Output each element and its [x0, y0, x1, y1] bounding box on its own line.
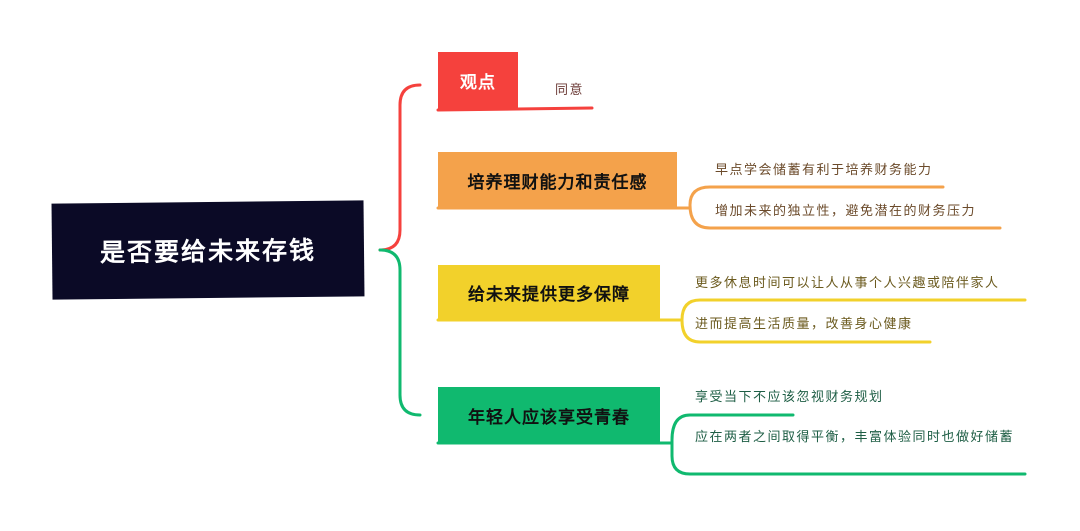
topic-youth[interactable]: 年轻人应该享受青春: [438, 387, 660, 443]
bracket-green: [670, 413, 1027, 476]
root-topic[interactable]: 是否要给未来存钱: [51, 200, 365, 300]
topic-title: 培养理财能力和责任感: [467, 172, 648, 193]
topic-opinion[interactable]: 观点: [438, 52, 518, 109]
subtopic[interactable]: 更多休息时间可以让人从事个人兴趣或陪伴家人: [695, 276, 1000, 291]
subtopic[interactable]: 早点学会储蓄有利于培养财务能力: [715, 163, 933, 178]
subtopic[interactable]: 增加未来的独立性，避免潜在的财务压力: [715, 204, 977, 219]
connector-root-opinion: [378, 83, 422, 252]
topic-title: 年轻人应该享受青春: [468, 407, 630, 428]
topic-title: 给未来提供更多保障: [468, 285, 630, 305]
topic-ability[interactable]: 培养理财能力和责任感: [438, 152, 677, 208]
connector-root-green: [378, 248, 422, 417]
subtopic[interactable]: 进而提高生活质量，改善身心健康: [695, 317, 913, 332]
root-title: 是否要给未来存钱: [99, 235, 317, 268]
underline-opinion: [436, 106, 594, 112]
topic-title: 观点: [460, 73, 496, 93]
subtopic[interactable]: 享受当下不应该忽视财务规划: [695, 390, 884, 405]
topic-security[interactable]: 给未来提供更多保障: [438, 265, 660, 320]
bracket-yellow: [680, 298, 1027, 344]
subtopic[interactable]: 应在两者之间取得平衡，丰富体验同时也做好储蓄: [695, 430, 1015, 445]
bracket-orange: [688, 185, 1002, 230]
subtopic[interactable]: 同意: [555, 83, 585, 98]
